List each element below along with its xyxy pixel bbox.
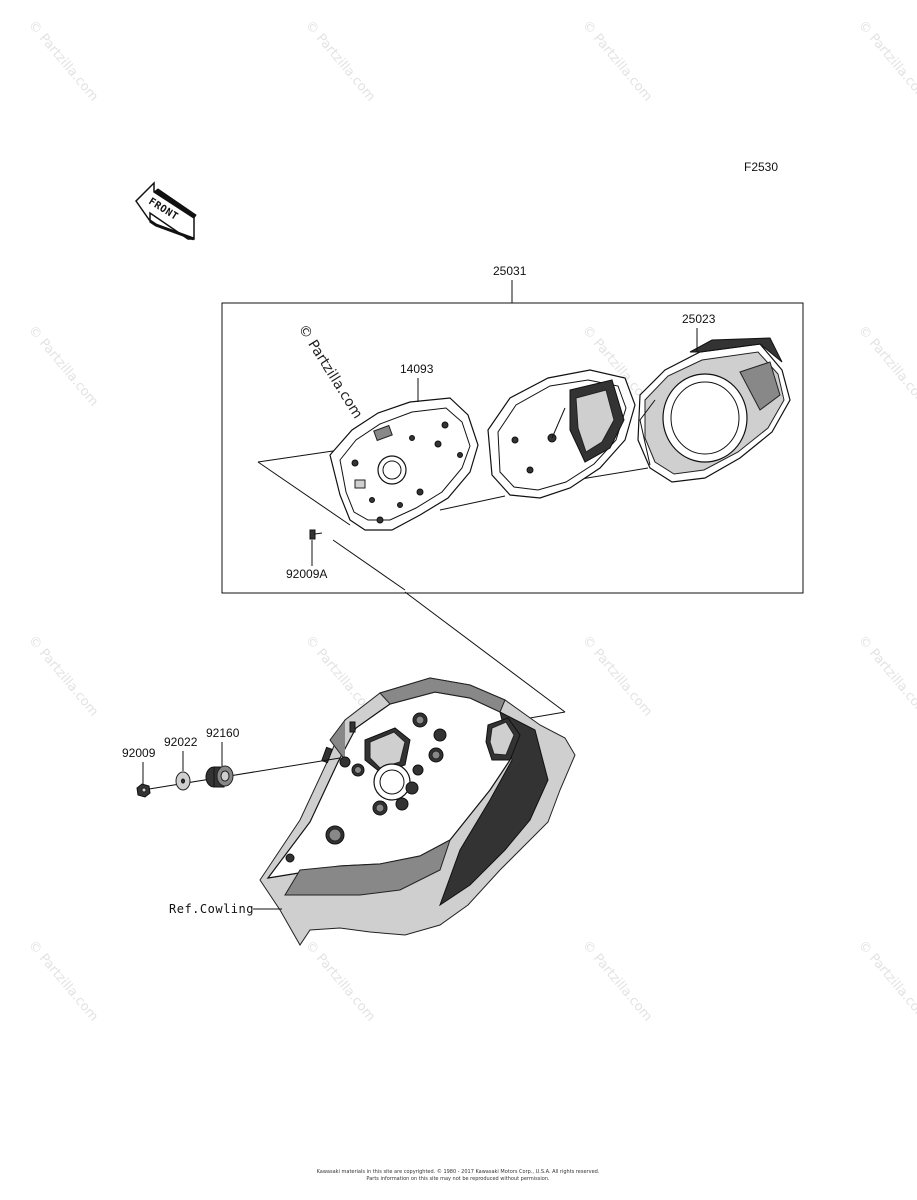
guide-line <box>404 591 566 713</box>
watermark-text: © Partzilla.com <box>855 323 917 409</box>
watermark-text: © Partzilla.com <box>25 633 101 719</box>
label-92022: 92022 <box>164 735 198 749</box>
footer-line-2: Parts information on this site may not b… <box>366 1176 550 1182</box>
part-ref-cowling <box>259 677 576 946</box>
part-25023-case <box>637 337 791 483</box>
watermark-text: © Partzilla.com <box>579 633 655 719</box>
label-ref-cowling: Ref.Cowling <box>169 902 254 916</box>
guide-line <box>257 461 351 526</box>
label-92009: 92009 <box>122 746 156 760</box>
watermark-text: © Partzilla.com <box>25 938 101 1024</box>
guide-line <box>332 539 406 591</box>
part-92009A-screw <box>309 529 323 540</box>
part-14093-cover <box>329 397 479 531</box>
watermark-text: © Partzilla.com <box>579 18 655 104</box>
part-92022-washer <box>175 771 191 791</box>
footer-line-1: Kawasaki materials in this site are copy… <box>317 1168 600 1175</box>
label-92160: 92160 <box>206 726 240 740</box>
label-25023: 25023 <box>682 312 716 326</box>
watermark-text: © Partzilla.com <box>302 938 378 1024</box>
watermark-text: © Partzilla.com <box>855 18 917 104</box>
part-92009-nut <box>136 783 151 798</box>
front-arrow-icon: FRONT <box>135 181 197 241</box>
part-92160-grommet <box>205 765 234 788</box>
label-25031: 25031 <box>493 264 527 278</box>
label-14093: 14093 <box>400 362 434 376</box>
label-92009A: 92009A <box>286 567 327 581</box>
watermark-text: © Partzilla.com <box>302 18 378 104</box>
watermark-prominent: © Partzilla.com <box>295 322 366 422</box>
watermark-text: © Partzilla.com <box>25 323 101 409</box>
guide-line <box>574 467 649 481</box>
watermark-text: © Partzilla.com <box>855 633 917 719</box>
guide-line <box>257 450 334 463</box>
watermark-text: © Partzilla.com <box>855 938 917 1024</box>
watermark-text: © Partzilla.com <box>579 938 655 1024</box>
watermark-text: © Partzilla.com <box>25 18 101 104</box>
guide-line <box>142 757 341 791</box>
diagram-code: F2530 <box>744 160 778 174</box>
part-meter-body <box>487 369 636 499</box>
guide-line <box>439 495 506 511</box>
